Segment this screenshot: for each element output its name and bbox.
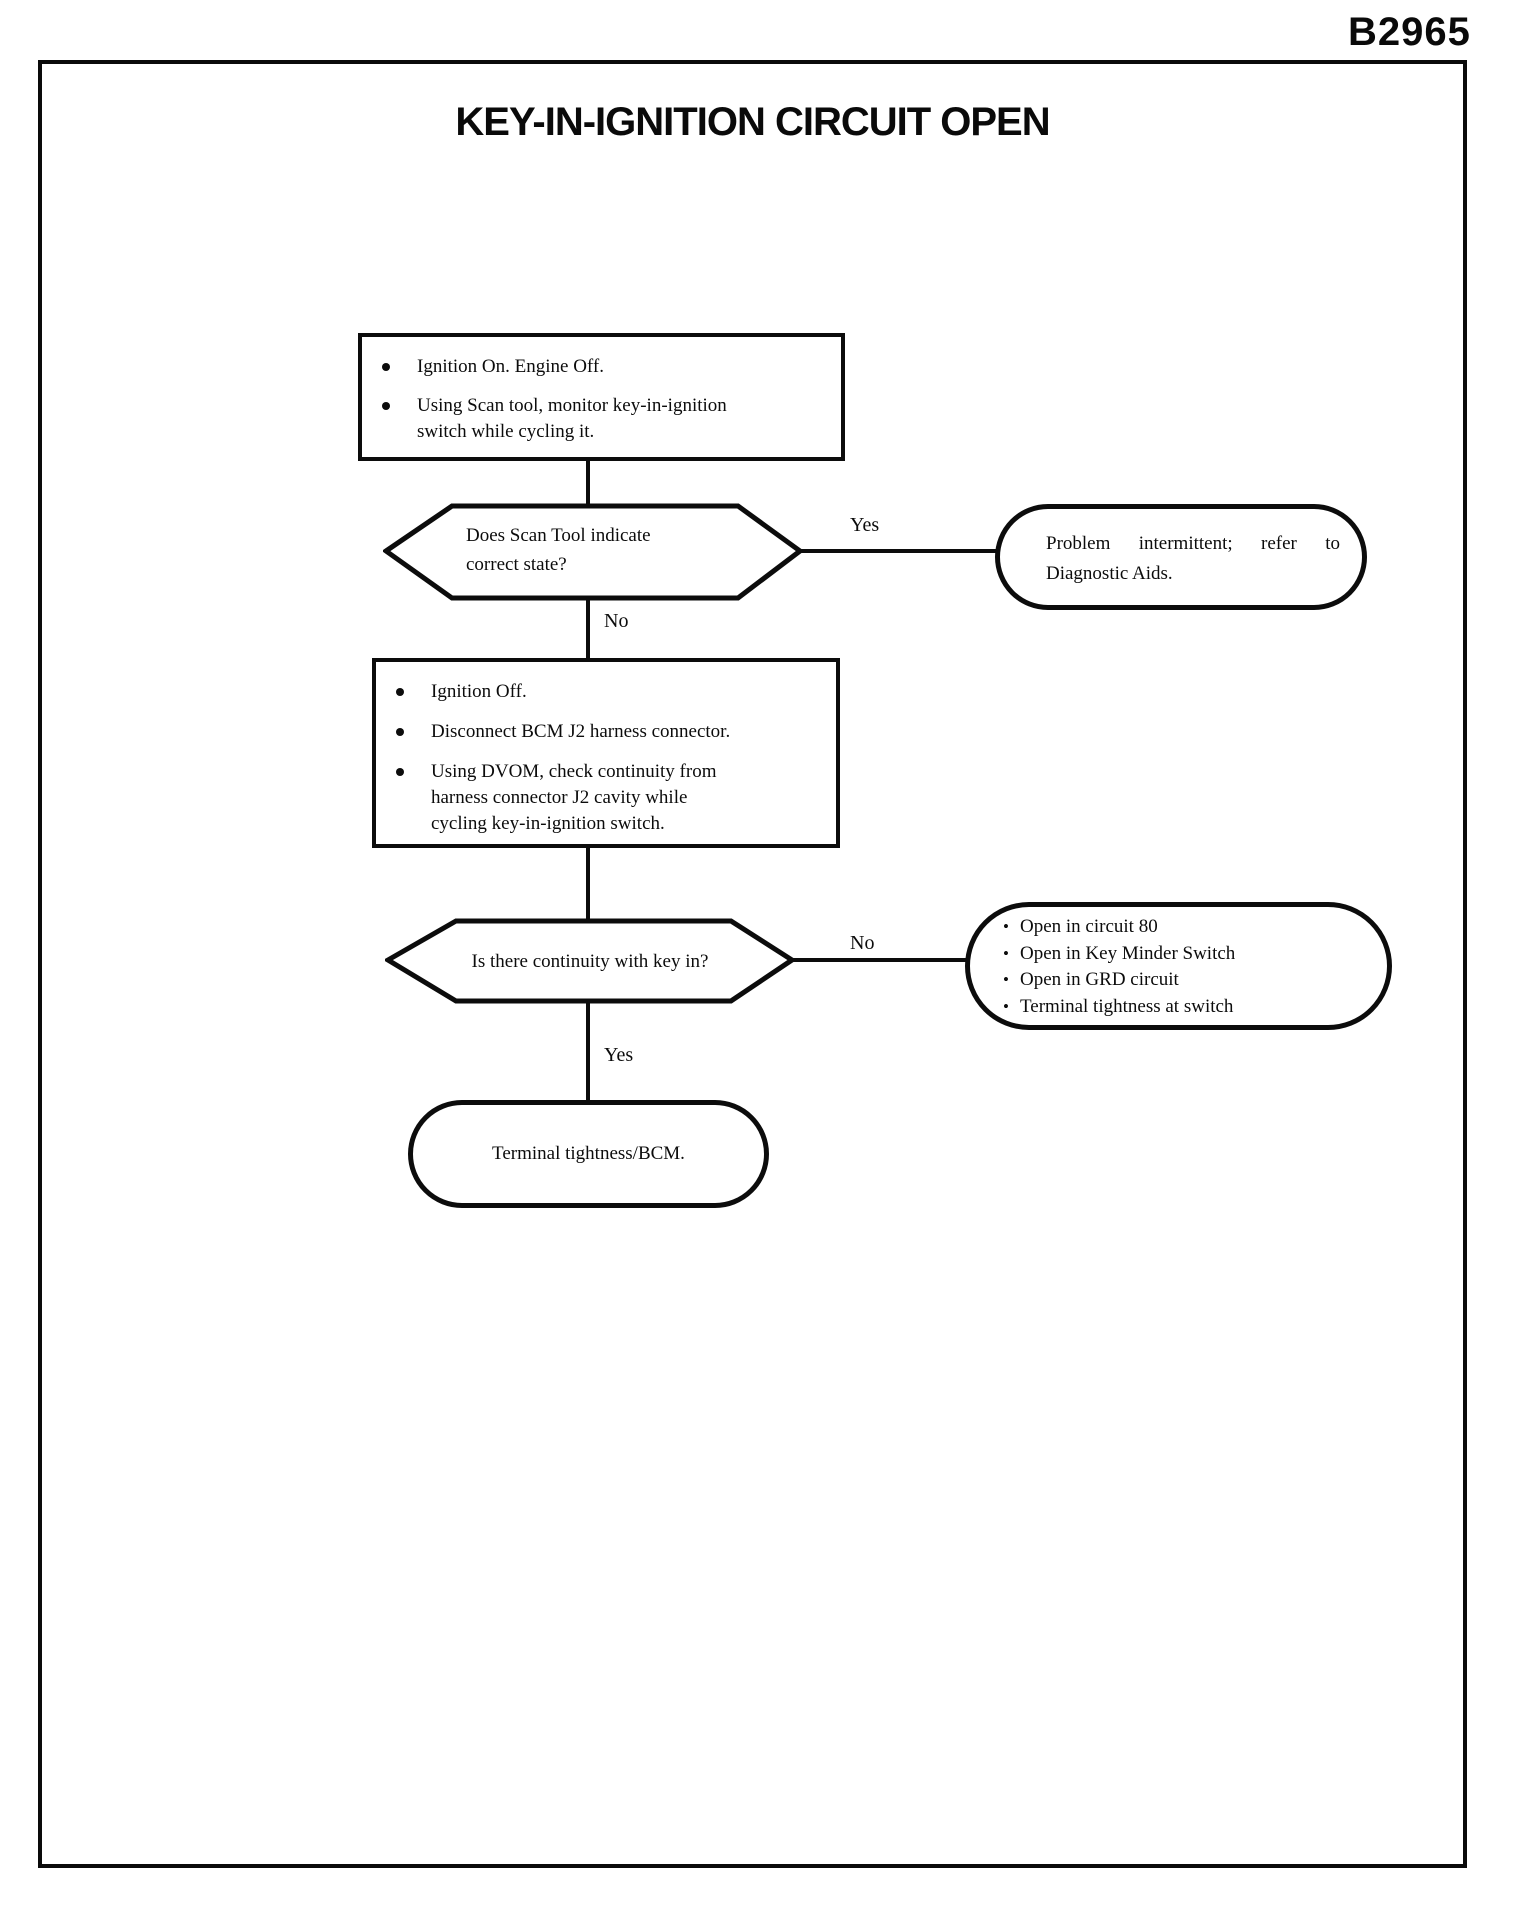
decision2-no-label: No bbox=[850, 932, 875, 954]
decision1-yes-label: Yes bbox=[850, 514, 880, 536]
connector-decision2-no bbox=[792, 958, 967, 962]
step1-bullet-2: Using Scan tool, monitor key-in-ignition… bbox=[417, 395, 727, 442]
decision2-hexagon bbox=[385, 918, 795, 1004]
step1-row-1: Ignition On. Engine Off. bbox=[362, 354, 841, 380]
page-code: B2965 bbox=[1348, 10, 1471, 54]
step1-box: Ignition On. Engine Off. Using Scan tool… bbox=[358, 333, 845, 461]
step2-bullet-3: Using DVOM, check continuity from harnes… bbox=[431, 761, 717, 834]
checks-bullet-2: Open in Key Minder Switch bbox=[1003, 941, 1377, 968]
terminal-pill: Terminal tightness/BCM. bbox=[408, 1100, 769, 1208]
checks-bullet-1: Open in circuit 80 bbox=[1003, 914, 1377, 941]
connector-decision1-yes bbox=[800, 549, 997, 553]
terminal-text: Terminal tightness/BCM. bbox=[492, 1143, 685, 1164]
decision1-hexagon bbox=[383, 503, 803, 601]
step2-bullet-1: Ignition Off. bbox=[431, 681, 527, 702]
intermittent-pill: Problem intermittent; refer to Diagnosti… bbox=[995, 504, 1367, 610]
step2-row-1: Ignition Off. bbox=[376, 679, 836, 705]
checks-pill: Open in circuit 80 Open in Key Minder Sw… bbox=[965, 902, 1392, 1030]
bullet-dot-icon bbox=[382, 363, 390, 371]
checks-bullet-3: Open in GRD circuit bbox=[1003, 967, 1377, 994]
page-frame bbox=[38, 60, 1467, 1868]
step2-row-2: Disconnect BCM J2 harness connector. bbox=[376, 719, 836, 745]
intermittent-text: Problem intermittent; refer to Diagnosti… bbox=[1046, 533, 1340, 584]
connector-step2-to-decision2 bbox=[586, 844, 590, 922]
bullet-dot-icon bbox=[382, 402, 390, 410]
connector-decision1-no bbox=[586, 596, 590, 660]
step1-row-2: Using Scan tool, monitor key-in-ignition… bbox=[362, 393, 841, 445]
connector-step1-to-decision1 bbox=[586, 459, 590, 507]
bullet-dot-icon bbox=[396, 768, 404, 776]
connector-decision2-yes bbox=[586, 999, 590, 1103]
step1-bullet-1: Ignition On. Engine Off. bbox=[417, 356, 604, 377]
step2-box: Ignition Off. Disconnect BCM J2 harness … bbox=[372, 658, 840, 848]
bullet-dot-icon bbox=[396, 688, 404, 696]
decision1-question: Does Scan Tool indicate correct state? bbox=[466, 525, 651, 575]
checks-bullet-4: Terminal tightness at switch bbox=[1003, 994, 1377, 1021]
bullet-dot-icon bbox=[396, 728, 404, 736]
decision2-question: Is there continuity with key in? bbox=[471, 951, 709, 972]
page-title: KEY-IN-IGNITION CIRCUIT OPEN bbox=[455, 100, 1050, 144]
decision2-yes-label: Yes bbox=[604, 1044, 634, 1066]
checks-bullet-list: Open in circuit 80 Open in Key Minder Sw… bbox=[970, 907, 1387, 1020]
step2-bullet-2: Disconnect BCM J2 harness connector. bbox=[431, 721, 731, 742]
decision1-no-label: No bbox=[604, 610, 629, 632]
step2-row-3: Using DVOM, check continuity from harnes… bbox=[376, 759, 836, 837]
